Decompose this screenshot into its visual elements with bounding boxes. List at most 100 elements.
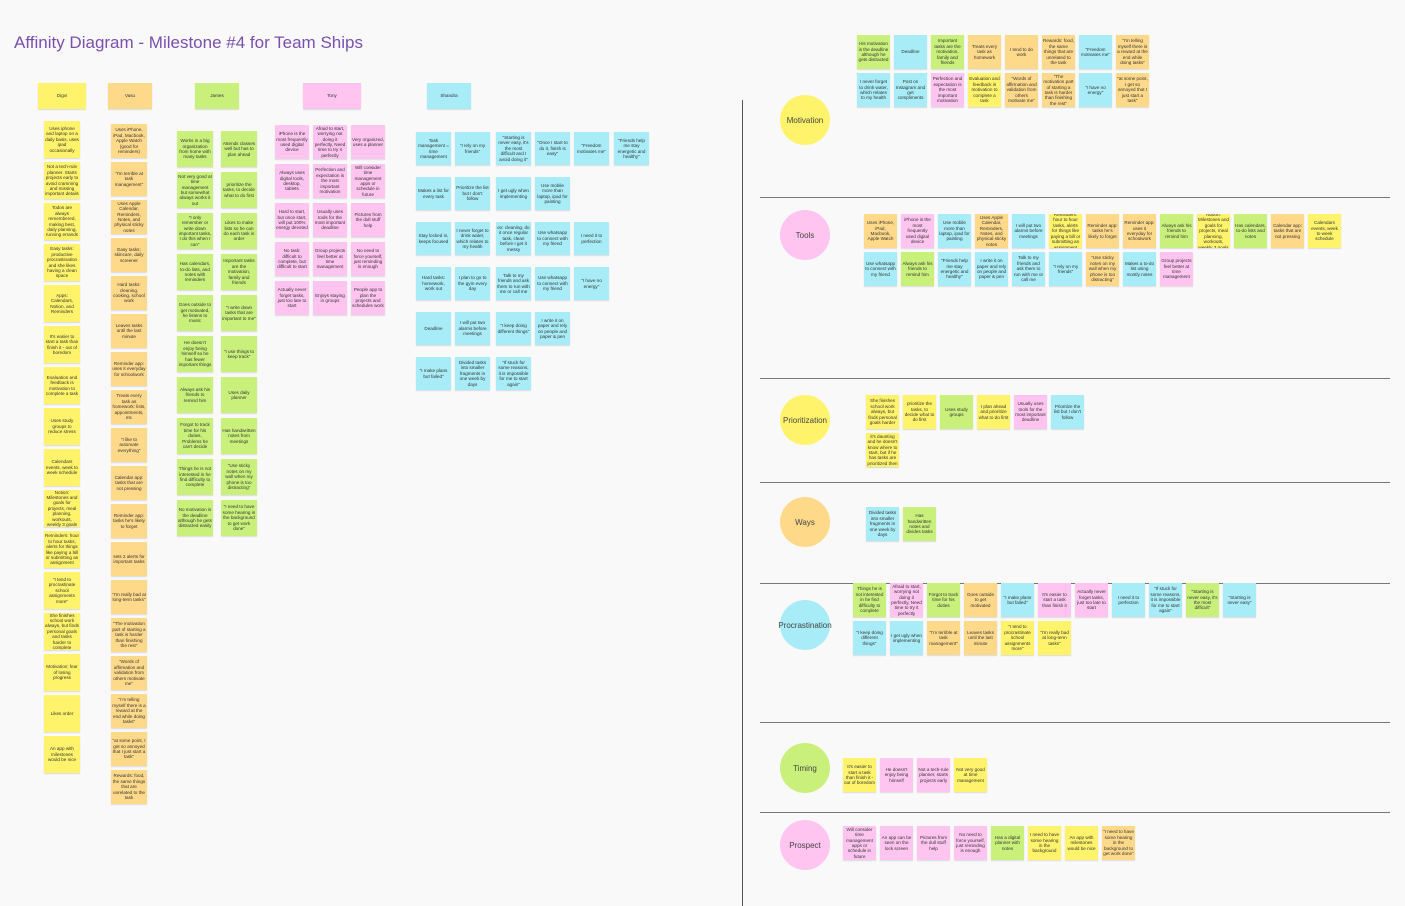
cluster-note-procrastination[interactable]: Forgot to track time for his duties [927, 583, 960, 617]
sticky-note-tony[interactable]: Actually never forget tasks, just too la… [275, 281, 309, 315]
sticky-note-vasu[interactable]: "Words of affirmation and validation fro… [111, 656, 147, 690]
sticky-note-vasu[interactable]: "I'm terrible at task management" [111, 162, 147, 196]
cluster-note-motivation[interactable]: Important tasks are the motivation, fami… [931, 35, 964, 69]
cluster-note-tools[interactable]: Talk to my friends and ask them to run w… [1012, 252, 1045, 286]
sticky-note-james[interactable]: Likes to make lists so he can do each ta… [221, 213, 257, 249]
sticky-note-shandra[interactable]: "Friends help me stay energetic and heal… [614, 132, 649, 165]
sticky-note-shandra[interactable]: Task management = time management [416, 132, 451, 165]
cluster-note-motivation[interactable]: "I'm telling myself there is a reward at… [1116, 35, 1149, 69]
sticky-note-shandra[interactable]: "I rely on my friends" [455, 132, 490, 165]
sticky-note-james[interactable]: "Use sticky notes on my wall when my pho… [221, 459, 257, 495]
cluster-note-prioritization[interactable]: I plan ahead and prioritize what to do f… [977, 395, 1010, 429]
cluster-note-tools[interactable]: Always ask his friends to remind him [901, 252, 934, 286]
cluster-note-tools[interactable]: Uses iPhone, iPad, Macbook, Apple Watch [864, 214, 897, 248]
sticky-note-james[interactable]: prioritize the tasks, to decide what to … [221, 172, 257, 208]
sticky-note-james[interactable]: "I use things to keep track" [221, 336, 257, 372]
sticky-note-vasu[interactable]: sets 2 alerts for important tasks [111, 542, 147, 576]
sticky-note-shandra[interactable]: I need it to perfection [574, 222, 609, 255]
cluster-note-procrastination[interactable]: Afraid to start, worrying not doing it p… [890, 583, 923, 617]
category-prospect[interactable]: Prospect [780, 820, 830, 870]
cluster-note-tools[interactable]: Calendar app: tasks that are not pressin… [1271, 214, 1304, 248]
cluster-note-prospect[interactable]: "I need to have some hearing in the back… [1102, 826, 1135, 860]
sticky-note-digvi[interactable]: Motivation: fear of losing progress [44, 654, 80, 691]
sticky-note-vasu[interactable]: Rewards: food, the same things that are … [111, 770, 147, 804]
sticky-note-shandra[interactable]: I write it on paper and rely on people a… [535, 312, 570, 345]
cluster-note-prioritization[interactable]: When he looks at a long list it's daunti… [866, 433, 899, 467]
sticky-note-james[interactable]: Uses daily planner [221, 377, 257, 413]
cluster-note-prospect[interactable]: Will consider time management apps or sc… [843, 826, 876, 860]
sticky-note-shandra[interactable]: Makes a list for every task [416, 177, 451, 210]
cluster-note-tools[interactable]: Calendars events, week to week schedule [1308, 214, 1341, 248]
cluster-note-procrastination[interactable]: "I'm terrible at task management" [927, 621, 960, 655]
cluster-note-tools[interactable]: Reminder app: tasks he's likely to forge… [1086, 214, 1119, 248]
cluster-note-motivation[interactable]: Deadline [894, 35, 927, 69]
cluster-note-motivation[interactable]: "Freedom motivates me" [1079, 35, 1112, 69]
cluster-note-motivation[interactable]: His motivation is the deadline although … [857, 35, 890, 69]
sticky-note-vasu[interactable]: "I like to automate everything" [111, 428, 147, 462]
sticky-note-digvi[interactable]: Reminders: hour to hour tasks, alerts fo… [44, 531, 80, 568]
sticky-note-tony[interactable]: Perfection and expectation is the most i… [313, 164, 347, 198]
cluster-note-timing[interactable]: Not very good at time management [954, 758, 987, 792]
cluster-note-tools[interactable]: I write it on paper and rely on people a… [975, 252, 1008, 286]
cluster-note-prospect[interactable]: No need to force yourself, just remindin… [954, 826, 987, 860]
cluster-note-motivation[interactable]: "Words of affirmation and validation fro… [1005, 73, 1038, 107]
cluster-note-timing[interactable]: He doesn't enjoy being himself [880, 758, 913, 792]
sticky-note-vasu[interactable]: Leaves tasks until the last minute [111, 314, 147, 348]
cluster-note-motivation[interactable]: "I have no energy" [1079, 73, 1112, 107]
sticky-note-vasu[interactable]: Calendar app: tasks that are not pressin… [111, 466, 147, 500]
cluster-note-motivation[interactable]: "at some point, I get so annoyed that I … [1116, 73, 1149, 107]
sticky-note-shandra[interactable]: Hard tasks: homework, work out [416, 267, 451, 300]
sticky-note-shandra[interactable]: "If stuck for some reasons, it is imposs… [496, 357, 531, 390]
cluster-note-prospect[interactable]: An app can be seen on the lock screen [880, 826, 913, 860]
sticky-note-shandra[interactable]: I never forget to drink water, which rel… [455, 222, 490, 255]
sticky-note-tony[interactable]: Usually uses tools for the most importan… [313, 203, 347, 237]
sticky-note-shandra[interactable]: "I keep doing different things" [496, 312, 531, 345]
cluster-note-ways[interactable]: Divided tasks into smaller fragments in … [866, 507, 899, 541]
sticky-note-vasu[interactable]: "I'm really bad at long-term tasks" [111, 580, 147, 614]
sticky-note-shandra[interactable]: "Starting is never easy, it's the most d… [496, 132, 531, 165]
sticky-note-shandra[interactable]: "Once I start to do it, finish is easy" [535, 132, 570, 165]
cluster-note-motivation[interactable]: Treats every task as homework [968, 35, 1001, 69]
sticky-note-tony[interactable]: No need to force yourself, just remindin… [351, 242, 385, 276]
cluster-note-procrastination[interactable]: Goes outside to get motivated [964, 583, 997, 617]
cluster-note-procrastination[interactable]: Actually never forget tasks, just too la… [1075, 583, 1108, 617]
sticky-note-tony[interactable]: Enjoys staying in groups [313, 281, 347, 315]
sticky-note-james[interactable]: "I need to have some hearing in the back… [221, 500, 257, 536]
sticky-note-james[interactable]: Things he is not interested in he find d… [177, 459, 213, 495]
cluster-note-motivation[interactable]: Post on Instagram and get compliments [894, 73, 927, 107]
sticky-note-james[interactable]: Has calendars, to-do lists, and notes wi… [177, 254, 213, 290]
cluster-note-procrastination[interactable]: "I keep doing different things" [853, 621, 886, 655]
cluster-note-procrastination[interactable]: "I tend to procrastinate school assignme… [1001, 621, 1034, 655]
cluster-note-tools[interactable]: Always ask his friends to remind him [1160, 214, 1193, 248]
column-header-digvi[interactable]: Digvi [38, 83, 86, 109]
sticky-note-shandra[interactable]: Prioritize the list but I don't follow [455, 177, 490, 210]
cluster-note-prospect[interactable]: Pictures from the dull stuff help [917, 826, 950, 860]
sticky-note-vasu[interactable]: Uses iPhone, iPad, Macbook, Apple Watch … [111, 124, 147, 158]
sticky-note-shandra[interactable]: Stay locked in, keeps focused [416, 222, 451, 255]
sticky-note-shandra[interactable]: "I have no energy" [574, 267, 609, 300]
cluster-note-procrastination[interactable]: "Starting is never easy" [1223, 583, 1256, 617]
cluster-note-tools[interactable]: "Use sticky notes on my wall when my pho… [1086, 252, 1119, 286]
sticky-note-digvi[interactable]: "I tend to procrastinate school assignme… [44, 572, 80, 609]
sticky-note-vasu[interactable]: Reminder app: uses it everyday for schoo… [111, 352, 147, 386]
category-motivation[interactable]: Motivation [780, 95, 830, 145]
sticky-note-vasu[interactable]: Treats every task as homework: lists, ap… [111, 390, 147, 424]
sticky-note-james[interactable]: Has handwritten notes from meetings [221, 418, 257, 454]
cluster-note-tools[interactable]: Reminder app: uses it everyday for schoo… [1123, 214, 1156, 248]
cluster-note-motivation[interactable]: Rewards: food, the same things that are … [1042, 35, 1075, 69]
column-header-tony[interactable]: Tony [303, 83, 361, 109]
sticky-note-digvi[interactable]: She finishes school work always, but fin… [44, 613, 80, 650]
sticky-note-shandra[interactable]: I get ugly when implementing [496, 177, 531, 210]
sticky-note-james[interactable]: Forgot to track time for his duties, Pro… [177, 418, 213, 454]
sticky-note-digvi[interactable]: Easy tasks: productive procrastination a… [44, 244, 80, 281]
sticky-note-digvi[interactable]: Notion: Milestones and goals for project… [44, 490, 80, 527]
cluster-note-tools[interactable]: I will put two alarms before meetings [1012, 214, 1045, 248]
category-timing[interactable]: Timing [780, 743, 830, 793]
category-prioritization[interactable]: Prioritization [780, 395, 830, 445]
cluster-note-tools[interactable]: Reminders: hour to hour tasks, alerts fo… [1049, 214, 1082, 248]
cluster-note-procrastination[interactable]: Things he is not interested in he find d… [853, 583, 886, 617]
sticky-note-shandra[interactable]: Use mobile more than laptop, ipad for pa… [535, 177, 570, 210]
sticky-note-digvi[interactable]: Apps: Calendars, Notion, and Reminders [44, 285, 80, 322]
cluster-note-tools[interactable]: "I rely on my friends" [1049, 252, 1082, 286]
